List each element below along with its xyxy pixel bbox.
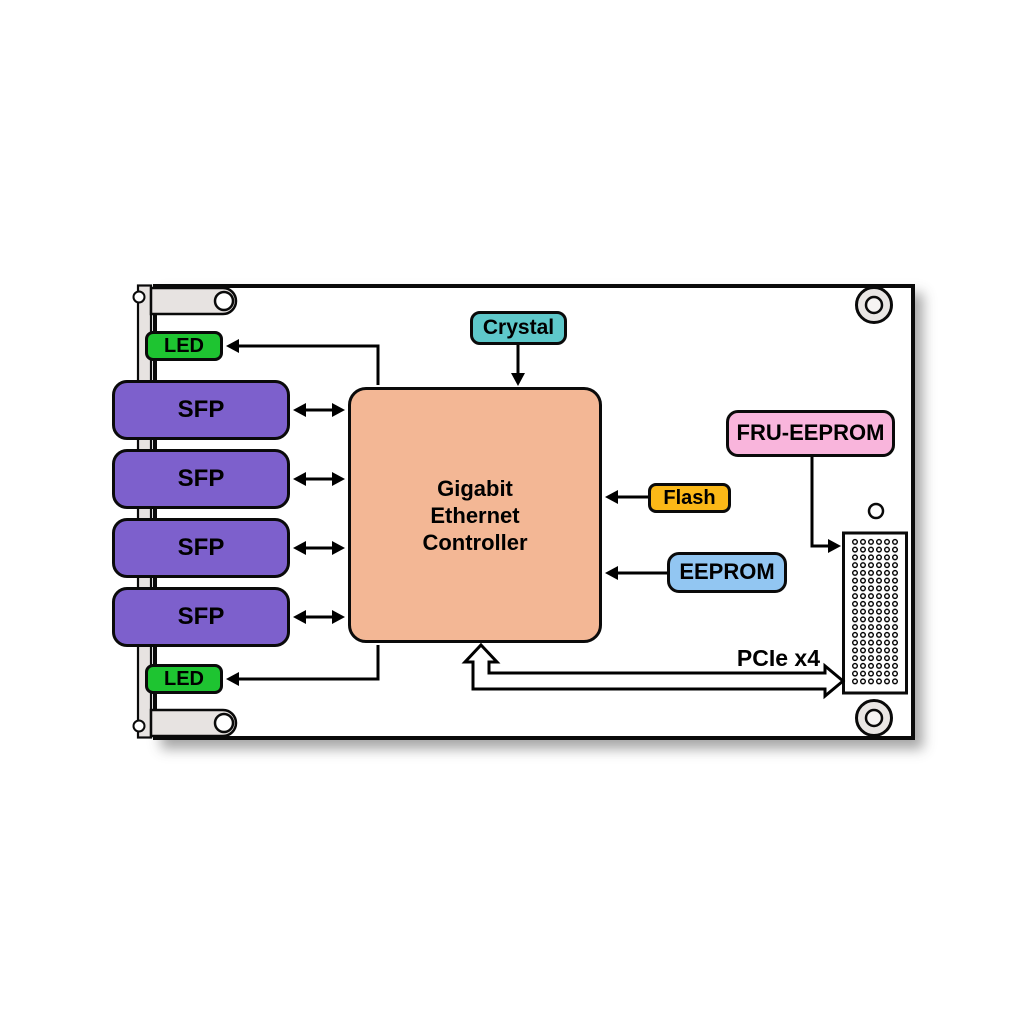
mounting-washer-bottom-right: [855, 699, 893, 737]
block-crystal: Crystal: [470, 311, 567, 345]
wire-sfp3-controller: [293, 541, 345, 555]
bracket-tab-hole-bottom: [213, 712, 235, 734]
wire-flash-to-controller: [605, 490, 648, 504]
pcie-x4-label: PCIe x4: [736, 645, 820, 671]
block-eeprom: EEPROM: [667, 552, 787, 593]
controller-label-line1: Gigabit: [437, 475, 513, 501]
wire-sfp1-controller: [293, 403, 345, 417]
block-sfp-1: SFP: [112, 380, 290, 440]
block-sfp-4: SFP: [112, 587, 290, 647]
wire-sfp4-controller: [293, 610, 345, 624]
board-hole: [867, 502, 885, 520]
pcie-connector-pin-grid: [851, 538, 899, 685]
wire-eeprom-to-controller: [605, 566, 667, 580]
block-sfp-2: SFP: [112, 449, 290, 509]
wire-sfp2-controller: [293, 472, 345, 486]
bracket-tab-bottom: [149, 708, 238, 738]
block-fru-eeprom: FRU-EEPROM: [726, 410, 895, 457]
wire-crystal-to-controller: [511, 345, 525, 386]
bracket-tab-top: [149, 286, 238, 316]
wire-fru-eeprom-to-connector: [810, 457, 841, 553]
bracket-notch-top: [132, 290, 146, 304]
wire-controller-to-led-bottom: [226, 645, 380, 686]
controller-label-line3: Controller: [422, 529, 528, 555]
block-gigabit-ethernet-controller: Gigabit Ethernet Controller: [348, 387, 602, 643]
pcie-bus-arrow: [461, 642, 846, 700]
bracket-tab-hole-top: [213, 290, 235, 312]
block-sfp-3: SFP: [112, 518, 290, 578]
mounting-washer-top-right: [855, 286, 893, 324]
controller-label-line2: Ethernet: [430, 502, 520, 528]
bracket-notch-bottom: [132, 719, 146, 733]
block-led-top: LED: [145, 331, 223, 361]
wire-controller-to-led-top: [226, 339, 380, 385]
block-led-bottom: LED: [145, 664, 223, 694]
block-flash: Flash: [648, 483, 731, 513]
